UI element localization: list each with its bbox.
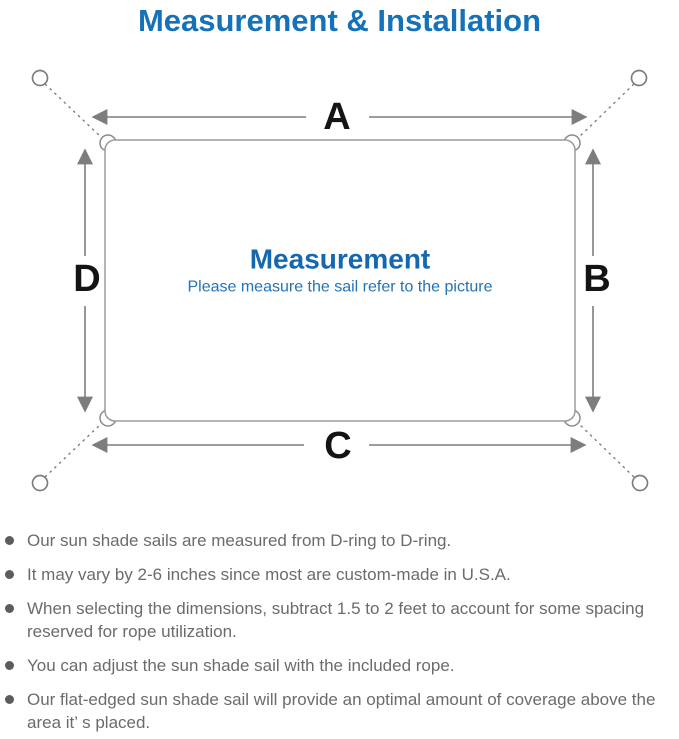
sail-measurement-diagram: A C D B Measurement Please measure the s…	[0, 60, 679, 512]
diagram-center-subtitle: Please measure the sail refer to the pic…	[187, 279, 492, 296]
note-text: You can adjust the sun shade sail with t…	[27, 656, 455, 675]
rope-line-top-left	[44, 83, 103, 139]
dim-label-b: B	[583, 258, 610, 300]
anchor-ring-top-left	[31, 69, 49, 87]
dim-label-a: A	[323, 96, 350, 138]
note-text: Our sun shade sails are measured from D-…	[27, 531, 452, 550]
list-item: When selecting the dimensions, subtract …	[5, 597, 670, 643]
dim-label-c: C	[324, 425, 351, 467]
bullet-dot-icon	[5, 661, 14, 670]
bullet-dot-icon	[5, 695, 14, 704]
rope-line-bottom-right	[577, 422, 635, 478]
sail-outline	[104, 139, 576, 422]
anchor-ring-top-right	[630, 69, 648, 87]
bullet-dot-icon	[5, 570, 14, 579]
page-title: Measurement & Installation	[137, 3, 542, 38]
anchor-ring-bottom-left	[31, 474, 49, 492]
bullet-dot-icon	[5, 536, 14, 545]
sail-diagram-canvas: A C D B Measurement Please measure the s…	[31, 69, 649, 492]
anchor-ring-bottom-right	[631, 474, 649, 492]
list-item: Our flat-edged sun shade sail will provi…	[5, 688, 670, 734]
dim-label-d: D	[73, 258, 100, 300]
diagram-center-title: Measurement	[250, 244, 431, 275]
note-text: Our flat-edged sun shade sail will provi…	[27, 690, 656, 732]
rope-line-bottom-left	[44, 422, 103, 478]
note-text: It may vary by 2-6 inches since most are…	[27, 565, 511, 584]
bullet-dot-icon	[5, 604, 14, 613]
list-item: Our sun shade sails are measured from D-…	[5, 529, 670, 552]
note-text: When selecting the dimensions, subtract …	[27, 599, 645, 641]
notes-list: Our sun shade sails are measured from D-…	[5, 529, 670, 739]
rope-line-top-right	[577, 83, 635, 139]
list-item: You can adjust the sun shade sail with t…	[5, 654, 670, 677]
list-item: It may vary by 2-6 inches since most are…	[5, 563, 670, 586]
